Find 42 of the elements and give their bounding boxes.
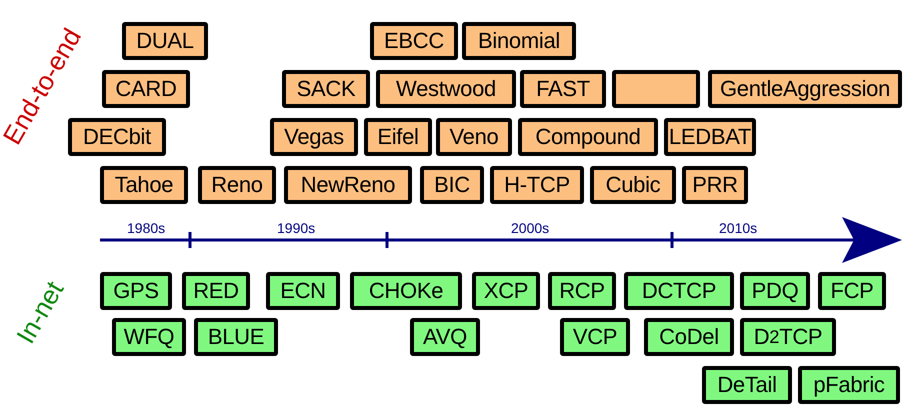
algorithm-box: PRR [682, 166, 748, 204]
algorithm-box: pFabric [798, 366, 900, 404]
algorithm-box: DCTCP [624, 272, 734, 310]
algorithm-box: Compound [518, 118, 658, 156]
algorithm-box: BIC [420, 166, 484, 204]
algorithm-box: DUAL [122, 22, 208, 60]
algorithm-box: BLUE [194, 318, 278, 356]
algorithm-box: Cubic [590, 166, 676, 204]
algorithm-box: CARD [102, 70, 190, 108]
algorithm-box: CHOKe [350, 272, 462, 310]
algorithm-box: Veno [436, 118, 512, 156]
algorithm-box: RCP [548, 272, 616, 310]
algorithm-box: GPS [100, 272, 172, 310]
algorithm-box: PDQ [740, 272, 810, 310]
decade-label: 1990s [277, 220, 316, 236]
empty-box [612, 70, 700, 108]
algorithm-box: RED [182, 272, 250, 310]
algorithm-box: VCP [560, 318, 630, 356]
algorithm-box: DeTail [702, 366, 792, 404]
algorithm-box: AVQ [410, 318, 480, 356]
algorithm-box: Westwood [376, 70, 516, 108]
decade-label: 2000s [511, 220, 550, 236]
algorithm-box: Eifel [364, 118, 432, 156]
algorithm-box: Vegas [270, 118, 358, 156]
algorithm-box: EBCC [370, 22, 458, 60]
algorithm-box: CoDel [644, 318, 734, 356]
algorithm-box: DECbit [68, 118, 166, 156]
algorithm-box: LEDBAT [664, 118, 756, 156]
algorithm-box: H-TCP [490, 166, 584, 204]
algorithm-box: SACK [282, 70, 370, 108]
algorithm-box: ECN [266, 272, 340, 310]
decade-label: 1980s [127, 220, 166, 236]
algorithm-box: FCP [818, 272, 886, 310]
algorithm-box: FAST [520, 70, 606, 108]
algorithm-box: Reno [198, 166, 276, 204]
algorithm-box: NewReno [284, 166, 412, 204]
algorithm-box: WFQ [112, 318, 186, 356]
algorithm-box: XCP [472, 272, 540, 310]
algorithm-box: Binomial [462, 22, 576, 60]
algorithm-box: Tahoe [100, 166, 188, 204]
algorithm-box: GentleAggression [708, 70, 902, 108]
decade-label: 2010s [719, 220, 758, 236]
